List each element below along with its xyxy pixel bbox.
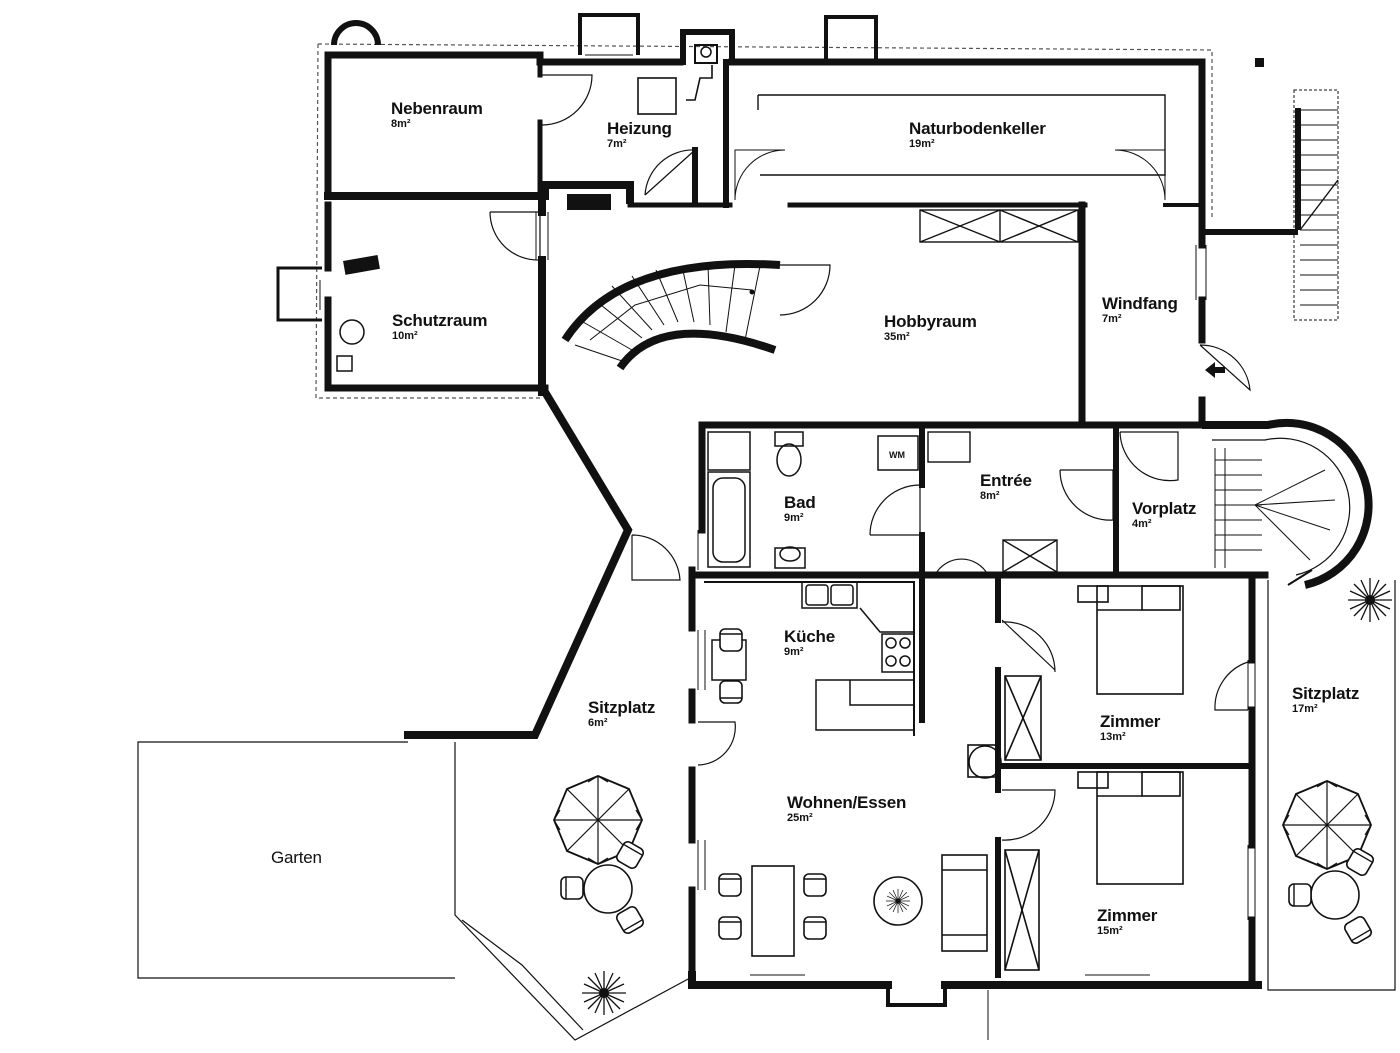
room-garten: Garten xyxy=(271,849,322,866)
room-area: 10m² xyxy=(392,330,418,342)
garden-outline xyxy=(137,580,1396,1041)
room-hobbyraum: Hobbyraum 35m² xyxy=(884,313,977,343)
dining-chair xyxy=(718,873,742,897)
washer-label: WM xyxy=(889,450,905,460)
room-name: Küche xyxy=(784,627,835,646)
room-zimmer-13: Zimmer 13m² xyxy=(1100,713,1160,743)
room-sitzplatz-east: Sitzplatz 17m² xyxy=(1292,685,1359,715)
stair-tower xyxy=(1202,418,1373,589)
marker-square xyxy=(1255,58,1264,67)
room-area: 4m² xyxy=(1132,518,1152,530)
room-area: 9m² xyxy=(784,512,804,524)
south-bay xyxy=(886,985,947,1007)
room-name: Sitzplatz xyxy=(1292,684,1360,703)
room-entree: Entrée 8m² xyxy=(980,472,1032,502)
room-name: Wohnen/Essen xyxy=(787,793,907,812)
room-name: Windfang xyxy=(1102,294,1178,313)
plant-icon xyxy=(1347,577,1393,623)
room-sitzplatz-west: Sitzplatz 6m² xyxy=(588,699,655,729)
patio-chair xyxy=(560,876,584,900)
bedroom-furniture xyxy=(1004,585,1184,971)
room-area: 25m² xyxy=(787,812,813,824)
radiator-heizung xyxy=(567,194,611,210)
keller-shelf xyxy=(757,94,1166,176)
corner-bay xyxy=(331,20,381,46)
room-area: 19m² xyxy=(909,138,935,150)
schutzraum-fixtures xyxy=(319,280,365,372)
room-name: Nebenraum xyxy=(391,99,483,118)
room-area: 9m² xyxy=(784,646,804,658)
patio-table-west xyxy=(583,864,633,914)
room-schutzraum: Schutzraum 10m² xyxy=(392,312,487,342)
kitchen-chair xyxy=(719,628,743,652)
room-area: 17m² xyxy=(1292,703,1318,715)
room-bad: Bad 9m² xyxy=(784,494,816,524)
room-name: Naturbodenkeller xyxy=(909,119,1046,138)
room-area: 8m² xyxy=(391,118,411,130)
room-area: 6m² xyxy=(588,717,608,729)
room-area: 7m² xyxy=(1102,313,1122,325)
room-name: Sitzplatz xyxy=(588,698,656,717)
patio-chair xyxy=(1288,883,1312,907)
dining-chair xyxy=(885,888,911,914)
room-vorplatz: Vorplatz 4m² xyxy=(1132,500,1196,530)
dining-chair xyxy=(803,873,827,897)
plant-icon xyxy=(581,970,627,1016)
door-swings xyxy=(489,74,1313,841)
room-windfang: Windfang 7m² xyxy=(1102,295,1178,325)
dining-chair xyxy=(718,916,742,940)
room-area: 15m² xyxy=(1097,925,1123,937)
room-heizung: Heizung 7m² xyxy=(607,120,672,150)
room-name: Vorplatz xyxy=(1132,499,1197,518)
room-name: Zimmer xyxy=(1097,906,1158,925)
walls xyxy=(324,29,1298,989)
room-area: 35m² xyxy=(884,331,910,343)
entrance-arrow-icon xyxy=(1205,362,1225,378)
room-wohnen-essen: Wohnen/Essen 25m² xyxy=(787,794,906,824)
room-naturbodenkeller: Naturbodenkeller 19m² xyxy=(909,120,1046,150)
kitchen-chair xyxy=(719,680,743,704)
exterior-stair xyxy=(1293,89,1339,321)
radiator-schutzraum xyxy=(343,254,380,275)
room-area: 7m² xyxy=(607,138,627,150)
room-name: Zimmer xyxy=(1100,712,1161,731)
entree-closet xyxy=(927,431,1058,573)
hobby-storage xyxy=(919,209,1079,243)
room-name: Schutzraum xyxy=(392,311,488,330)
room-kueche: Küche 9m² xyxy=(784,628,835,658)
north-window-bays xyxy=(276,13,878,322)
room-name: Heizung xyxy=(607,119,672,138)
room-name: Garten xyxy=(271,848,322,867)
room-area: 8m² xyxy=(980,490,1000,502)
patio-table-east xyxy=(1310,870,1360,920)
bathroom-fixtures xyxy=(707,431,919,569)
patio-chair xyxy=(1342,914,1374,946)
room-zimmer-15: Zimmer 15m² xyxy=(1097,907,1157,937)
room-name: Bad xyxy=(784,493,816,512)
room-name: Entrée xyxy=(980,471,1032,490)
room-area: 13m² xyxy=(1100,731,1126,743)
dining-furniture xyxy=(751,744,1002,957)
curved-stair xyxy=(561,259,781,371)
windows xyxy=(535,212,1256,983)
room-nebenraum: Nebenraum 8m² xyxy=(391,100,483,130)
room-name: Hobbyraum xyxy=(884,312,977,331)
boiler xyxy=(637,65,713,115)
dining-chair xyxy=(803,916,827,940)
